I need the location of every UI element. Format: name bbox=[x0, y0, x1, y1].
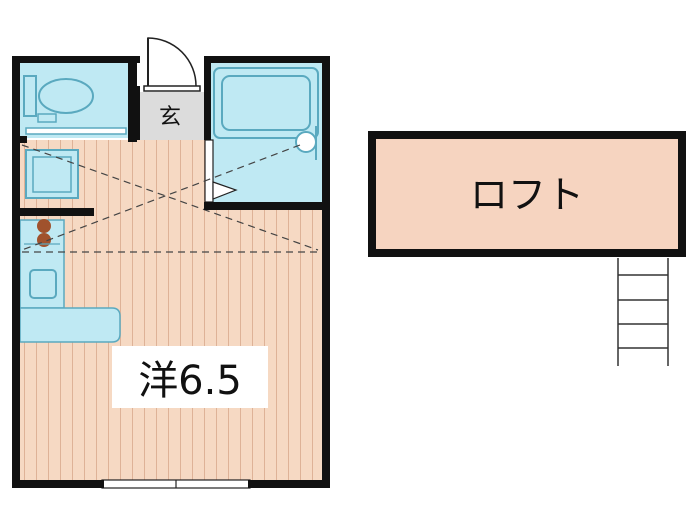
bathtub-icon bbox=[213, 67, 319, 139]
window bbox=[101, 479, 251, 489]
loft-outline-dashed bbox=[21, 144, 319, 253]
loft-box bbox=[368, 131, 686, 257]
kitchen-countertop bbox=[19, 307, 121, 343]
loft: ロフト bbox=[368, 131, 686, 257]
main-room-label: 洋6.5 bbox=[138, 358, 242, 404]
entrance-area bbox=[137, 92, 204, 140]
walls bbox=[12, 56, 330, 488]
toilet-icon bbox=[23, 75, 127, 135]
ladder-icon bbox=[617, 258, 669, 366]
door-icon bbox=[143, 37, 201, 92]
sink-icon bbox=[29, 269, 57, 299]
washing-machine-icon bbox=[25, 149, 79, 199]
room-label-box bbox=[112, 346, 268, 408]
loft-label: ロフト bbox=[470, 173, 584, 217]
entrance-label: 玄 bbox=[159, 105, 181, 130]
washbasin-icon bbox=[295, 126, 317, 160]
